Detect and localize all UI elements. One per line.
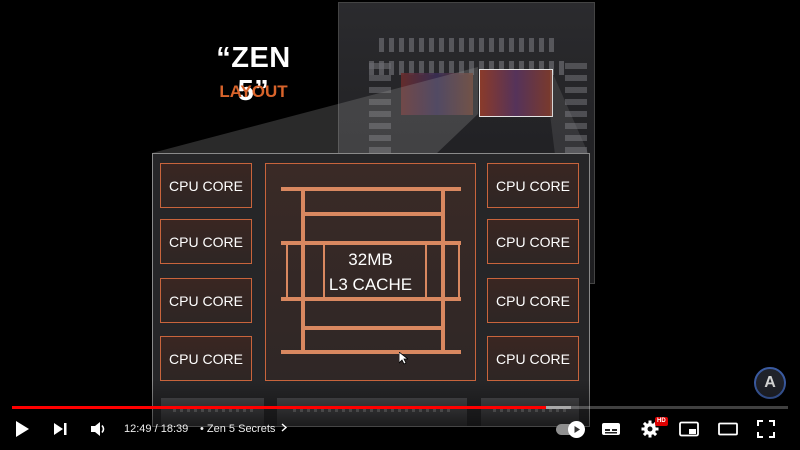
autoplay-toggle[interactable] <box>556 421 586 438</box>
player-controls: 12:49 / 18:39 • Zen 5 Secrets <box>0 412 800 446</box>
cpu-core-left-1: CPU CORE <box>160 163 252 208</box>
duration: 18:39 <box>160 423 189 435</box>
progress-played <box>12 406 546 409</box>
fullscreen-button[interactable] <box>752 416 780 442</box>
ring-bus-bar <box>281 241 461 245</box>
next-icon <box>54 423 67 435</box>
ring-bus-bar <box>301 326 441 330</box>
theater-mode-button[interactable] <box>714 416 742 442</box>
ring-bus-bar <box>281 350 461 354</box>
die-ccd-block <box>401 73 473 115</box>
volume-icon <box>91 422 105 436</box>
die-pin-row <box>379 38 559 52</box>
cpu-core-left-4: CPU CORE <box>160 336 252 381</box>
ring-bus-arrow <box>458 244 460 300</box>
subtitles-button[interactable] <box>597 416 625 442</box>
miniplayer-icon <box>679 421 699 437</box>
play-button[interactable] <box>8 416 36 442</box>
ring-bus-arrow <box>286 244 288 300</box>
chapter-bullet: • <box>200 423 204 435</box>
next-button[interactable] <box>46 416 74 442</box>
settings-button[interactable] <box>636 416 664 442</box>
progress-bar[interactable] <box>12 406 788 409</box>
miniplayer-button[interactable] <box>675 416 703 442</box>
ring-bus-arrow <box>323 244 325 300</box>
slide-subtitle: LAYOUT <box>219 82 288 101</box>
gear-icon <box>641 420 659 438</box>
l3-cache-label: 32MB L3 CACHE <box>318 247 423 297</box>
hd-badge: HD <box>655 417 668 426</box>
time-display: 12:49 / 18:39 <box>124 423 188 435</box>
subtitles-icon <box>602 423 620 435</box>
cpu-core-right-3: CPU CORE <box>487 278 579 323</box>
time-separator: / <box>151 423 161 435</box>
mouse-cursor-icon <box>399 352 408 365</box>
chapter-title: Zen 5 Secrets <box>206 423 276 435</box>
cpu-core-right-4: CPU CORE <box>487 336 579 381</box>
cpu-core-right-2: CPU CORE <box>487 219 579 264</box>
current-time: 12:49 <box>124 423 152 435</box>
play-icon <box>16 421 29 437</box>
ring-bus-bar <box>281 297 461 301</box>
slide-title: “ZEN 5” <box>216 42 291 107</box>
ring-bus-bar <box>301 212 441 216</box>
ring-bus-arrow <box>425 244 427 300</box>
chevron-right-icon <box>282 423 288 432</box>
l3-cache-block <box>265 163 476 381</box>
cache-name: L3 CACHE <box>328 275 413 294</box>
autoplay-knob <box>568 421 585 438</box>
ring-bus-vertical <box>441 187 445 354</box>
die-highlight-box <box>479 69 553 117</box>
cpu-core-right-1: CPU CORE <box>487 163 579 208</box>
chapter-title-button[interactable]: • Zen 5 Secrets <box>200 423 288 435</box>
cache-size: 32MB <box>348 250 393 269</box>
ring-bus-vertical <box>301 187 305 354</box>
volume-button[interactable] <box>85 416 113 442</box>
fullscreen-icon <box>757 420 775 438</box>
autoplay-toggle-icon <box>574 426 580 433</box>
cpu-core-left-2: CPU CORE <box>160 219 252 264</box>
cpu-core-left-3: CPU CORE <box>160 278 252 323</box>
controls-gradient <box>0 380 800 450</box>
theater-mode-icon <box>718 422 738 436</box>
ring-bus-bar <box>281 187 461 191</box>
